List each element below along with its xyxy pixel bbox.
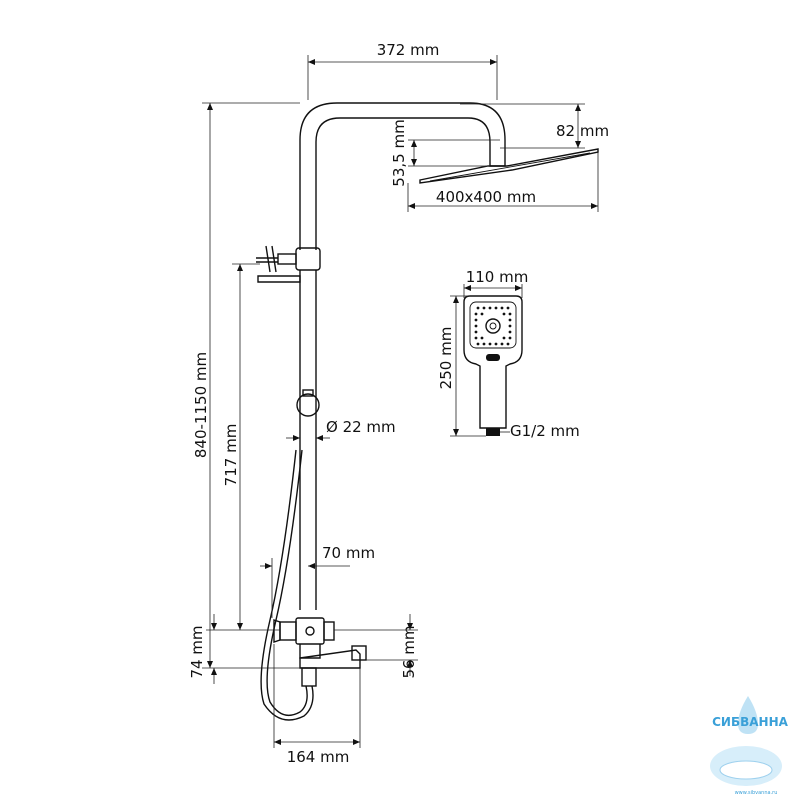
label-hand-thread: G1/2 mm (510, 422, 580, 440)
label-hand-length: 250 mm (437, 327, 455, 390)
dim-hand-length: 250 mm (437, 295, 486, 437)
label-head-thickness: 53,5 mm (390, 119, 408, 186)
dim-offset: 70 mm (260, 544, 375, 618)
mixer-body (273, 617, 367, 687)
label-spout-height: 56 mm (400, 625, 418, 678)
label-total-height: 840-1150 mm (192, 352, 210, 458)
label-offset: 70 mm (322, 544, 375, 562)
watermark-brand: СИБВАННА (712, 715, 789, 729)
dim-spout-length: 164 mm (273, 644, 361, 766)
watermark: СИБВАННА www.sibvanna.ru (710, 696, 789, 796)
upper-clamp (256, 245, 321, 283)
dim-hand-thread: G1/2 mm (500, 422, 580, 440)
slide-holder (296, 389, 320, 417)
dim-hand-width: 110 mm (463, 268, 529, 298)
label-hand-width: 110 mm (466, 268, 529, 286)
label-head-height: 82 mm (556, 122, 609, 140)
dim-head-height: 82 mm (460, 103, 609, 149)
dim-head-size: 400x400 mm (407, 152, 599, 212)
hand-shower (463, 295, 523, 436)
dim-holder-height: 717 mm (222, 263, 280, 631)
water-drop-icon (738, 696, 758, 734)
dim-spout-height: 56 mm (334, 614, 418, 679)
label-pipe-diameter: Ø 22 mm (326, 418, 396, 436)
dim-total-height: 840-1150 mm (192, 102, 300, 669)
label-arm-length: 372 mm (377, 41, 440, 59)
label-mixer-height: 74 mm (188, 625, 206, 678)
rain-shower-head (419, 148, 599, 184)
label-spout-length: 164 mm (287, 748, 350, 766)
watermark-site: www.sibvanna.ru (735, 790, 778, 796)
label-head-size: 400x400 mm (436, 188, 536, 206)
dim-pipe-diameter: Ø 22 mm (286, 418, 396, 441)
hand-shower-nozzles (474, 306, 512, 346)
dim-head-thickness: 53,5 mm (390, 119, 500, 187)
label-holder-height: 717 mm (222, 424, 240, 487)
shower-hose (260, 449, 314, 721)
dim-mixer-height: 74 mm (188, 614, 232, 684)
dim-arm-length: 372 mm (307, 41, 498, 100)
